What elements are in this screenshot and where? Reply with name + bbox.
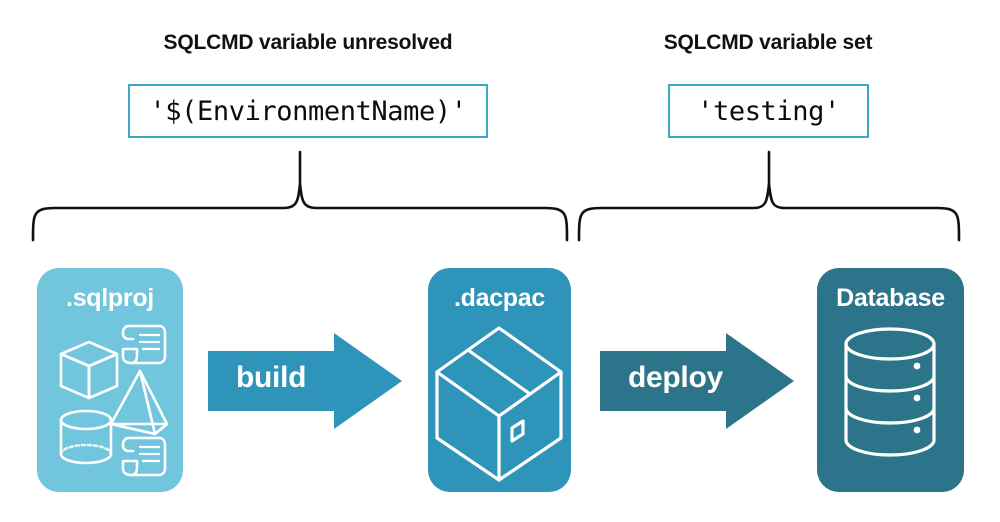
heading-sqlcmd-variable-unresolved: SQLCMD variable unresolved <box>163 31 453 54</box>
stage-box-sqlproj[interactable]: .sqlproj <box>37 268 183 492</box>
stage-box-database[interactable]: Database <box>817 268 964 492</box>
cylinder-icon <box>59 409 113 465</box>
scroll-icon-top <box>121 324 167 365</box>
stage-box-dacpac[interactable]: .dacpac <box>428 268 571 492</box>
cube-icon <box>59 340 119 400</box>
arrow-deploy-icon <box>600 333 794 429</box>
stage-label-sqlproj: .sqlproj <box>66 284 154 312</box>
stage-label-dacpac: .dacpac <box>453 284 545 312</box>
heading-sqlcmd-variable-set: SQLCMD variable set <box>663 31 873 54</box>
code-box-environment-name: '$(EnvironmentName)' <box>128 84 488 138</box>
arrow-deploy: deploy <box>600 333 796 434</box>
package-box-icon <box>428 320 571 492</box>
brace-left-icon <box>31 150 569 242</box>
arrow-deploy-label: deploy <box>628 361 723 394</box>
pyramid-icon <box>109 369 169 436</box>
database-cylinder-icon <box>817 322 964 487</box>
arrow-build-label: build <box>236 361 307 394</box>
stage-label-database: Database <box>836 284 945 312</box>
scroll-icon-bottom <box>121 436 167 477</box>
brace-right-icon <box>577 150 961 242</box>
brace-left <box>24 150 576 247</box>
project-contents-icon <box>37 316 183 491</box>
brace-right <box>570 150 972 247</box>
arrow-build-icon <box>208 333 402 429</box>
code-box-testing: 'testing' <box>668 84 869 138</box>
arrow-build: build <box>208 333 404 434</box>
